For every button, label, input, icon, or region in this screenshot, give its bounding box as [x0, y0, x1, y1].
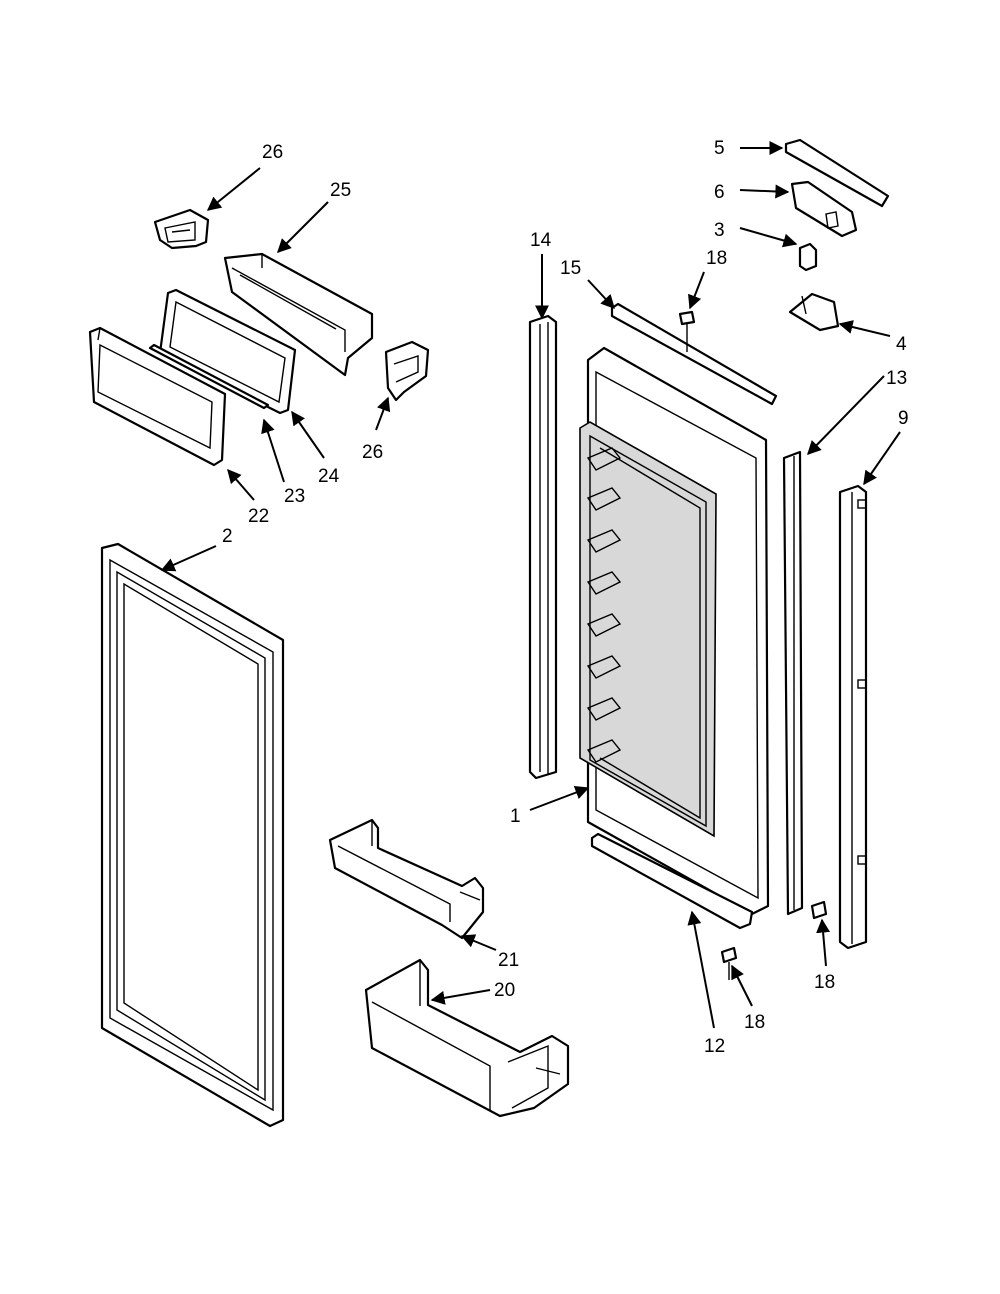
callout-14: 14	[530, 230, 552, 251]
part-9-hinge-rail[interactable]	[838, 484, 868, 950]
callout-9: 9	[898, 408, 909, 429]
shelf-rails	[586, 447, 622, 763]
callout-labels: 26 25 24 23 22 26 2 21 20 14 15 18 1 5 6…	[222, 138, 909, 1057]
callout-18-side: 18	[814, 972, 835, 993]
callout-22: 22	[248, 506, 269, 527]
part-4-hinge-bracket[interactable]	[788, 292, 840, 332]
part-21-door-bin-small[interactable]	[328, 818, 485, 940]
callout-23: 23	[284, 486, 305, 507]
callout-2: 2	[222, 526, 233, 547]
part-14-trim-strip[interactable]	[528, 314, 558, 780]
callout-6: 6	[714, 182, 725, 203]
callout-20: 20	[494, 980, 515, 1001]
callout-12: 12	[704, 1036, 725, 1057]
part-12-bottom-trim[interactable]	[590, 832, 754, 930]
callout-15: 15	[560, 258, 581, 279]
part-23-gasket-strip[interactable]	[148, 343, 270, 410]
screw-18-side[interactable]	[810, 900, 828, 920]
callout-13: 13	[886, 368, 907, 389]
part-15-top-trim[interactable]	[610, 302, 778, 406]
part-5-hinge-cover[interactable]	[784, 138, 890, 208]
part-25-bin-housing[interactable]	[223, 252, 374, 377]
callout-18-top: 18	[706, 248, 727, 269]
callout-24: 24	[318, 466, 340, 487]
part-22-bin-cover[interactable]	[88, 326, 227, 467]
part-6-hinge[interactable]	[790, 180, 858, 238]
callout-25: 25	[330, 180, 351, 201]
callout-21: 21	[498, 950, 519, 971]
callout-26-lower: 26	[362, 442, 383, 463]
callout-5: 5	[714, 138, 725, 159]
part-3-hinge-pin[interactable]	[798, 242, 818, 272]
callout-26-upper: 26	[262, 142, 283, 163]
screw-18-top[interactable]	[678, 310, 696, 352]
callout-1: 1	[510, 806, 521, 827]
leader-lines	[160, 141, 901, 1029]
part-26-upper-bracket[interactable]	[153, 208, 210, 250]
part-2-door-gasket[interactable]	[100, 542, 285, 1128]
part-1-door-liner[interactable]	[579, 346, 770, 916]
part-13-side-trim[interactable]	[782, 450, 804, 916]
callout-3: 3	[714, 220, 725, 241]
callout-4: 4	[896, 334, 907, 355]
part-26-lower-bracket[interactable]	[384, 340, 430, 402]
screw-18-bottom[interactable]	[720, 946, 738, 980]
part-20-door-bin-large[interactable]	[364, 958, 570, 1118]
callout-18-bottom: 18	[744, 1012, 765, 1033]
